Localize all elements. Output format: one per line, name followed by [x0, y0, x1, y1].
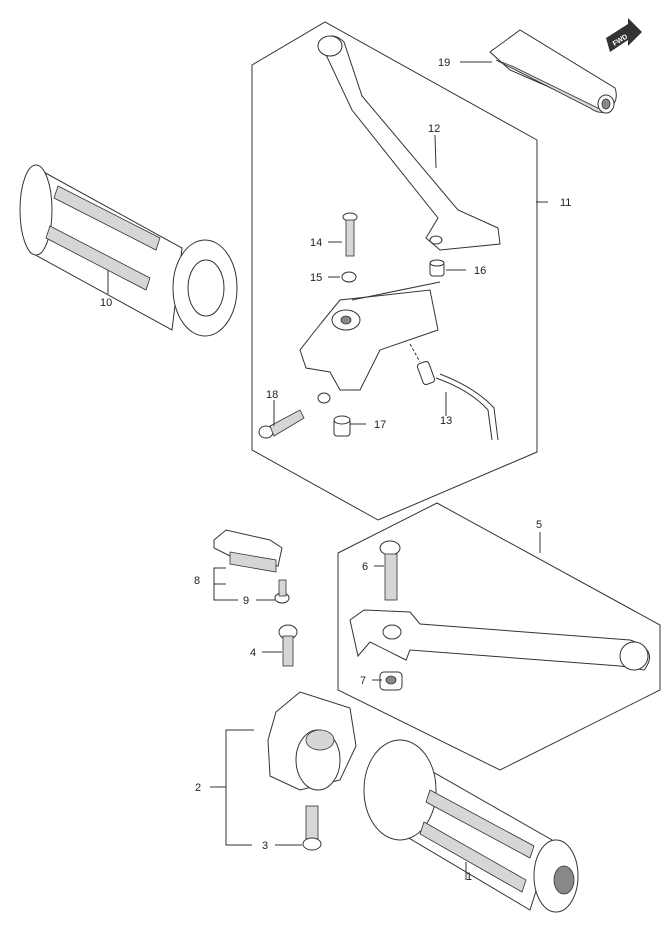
part-14-screw	[342, 212, 358, 257]
callout-12: 12	[428, 123, 440, 135]
part-12-lever	[317, 35, 501, 251]
callout-15: 15	[310, 272, 322, 284]
callout-6: 6	[362, 561, 368, 573]
callout-4: 4	[250, 647, 256, 659]
callout-1: 1	[466, 871, 472, 883]
group-5-outline	[337, 502, 661, 771]
part-19-cover	[489, 29, 617, 114]
part-6-bolt	[379, 540, 401, 601]
part-15-washer	[341, 271, 357, 283]
callout-11: 11	[560, 197, 571, 209]
callout-16: 16	[474, 265, 486, 277]
callout-19: 19	[438, 57, 450, 69]
part-5-lever	[349, 609, 651, 671]
callout-17: 17	[374, 419, 386, 431]
callout-10: 10	[100, 297, 112, 309]
part-4-bolt	[278, 624, 298, 667]
part-18-bolt	[258, 409, 305, 439]
callout-14: 14	[310, 237, 322, 249]
callout-7: 7	[360, 675, 366, 687]
callout-8: 8	[194, 575, 200, 587]
callout-5: 5	[536, 519, 542, 531]
part-2-holder	[267, 691, 357, 791]
callout-2: 2	[195, 782, 201, 794]
leader-lines	[107, 61, 548, 880]
callout-13: 13	[440, 415, 452, 427]
fwd-arrow-icon: FWD	[606, 18, 642, 52]
part-9-screw	[274, 579, 290, 604]
lever-holder	[299, 281, 441, 404]
part-8-switch	[213, 529, 283, 573]
group-11-outline	[251, 21, 538, 521]
part-10-grip	[19, 164, 238, 337]
callout-labels: 1 2 3 4 5 6 7 8 9 10 11 12 13 14 15 16 1…	[100, 57, 571, 883]
part-7-nut	[379, 671, 403, 691]
callout-3: 3	[262, 840, 268, 852]
part-17-nut	[333, 415, 351, 437]
part-1-grip	[363, 739, 579, 913]
part-13-switch	[409, 343, 499, 441]
part-3-bolt	[302, 805, 322, 851]
callout-9: 9	[243, 595, 249, 607]
callout-18: 18	[266, 389, 278, 401]
part-16-nut	[429, 259, 445, 277]
